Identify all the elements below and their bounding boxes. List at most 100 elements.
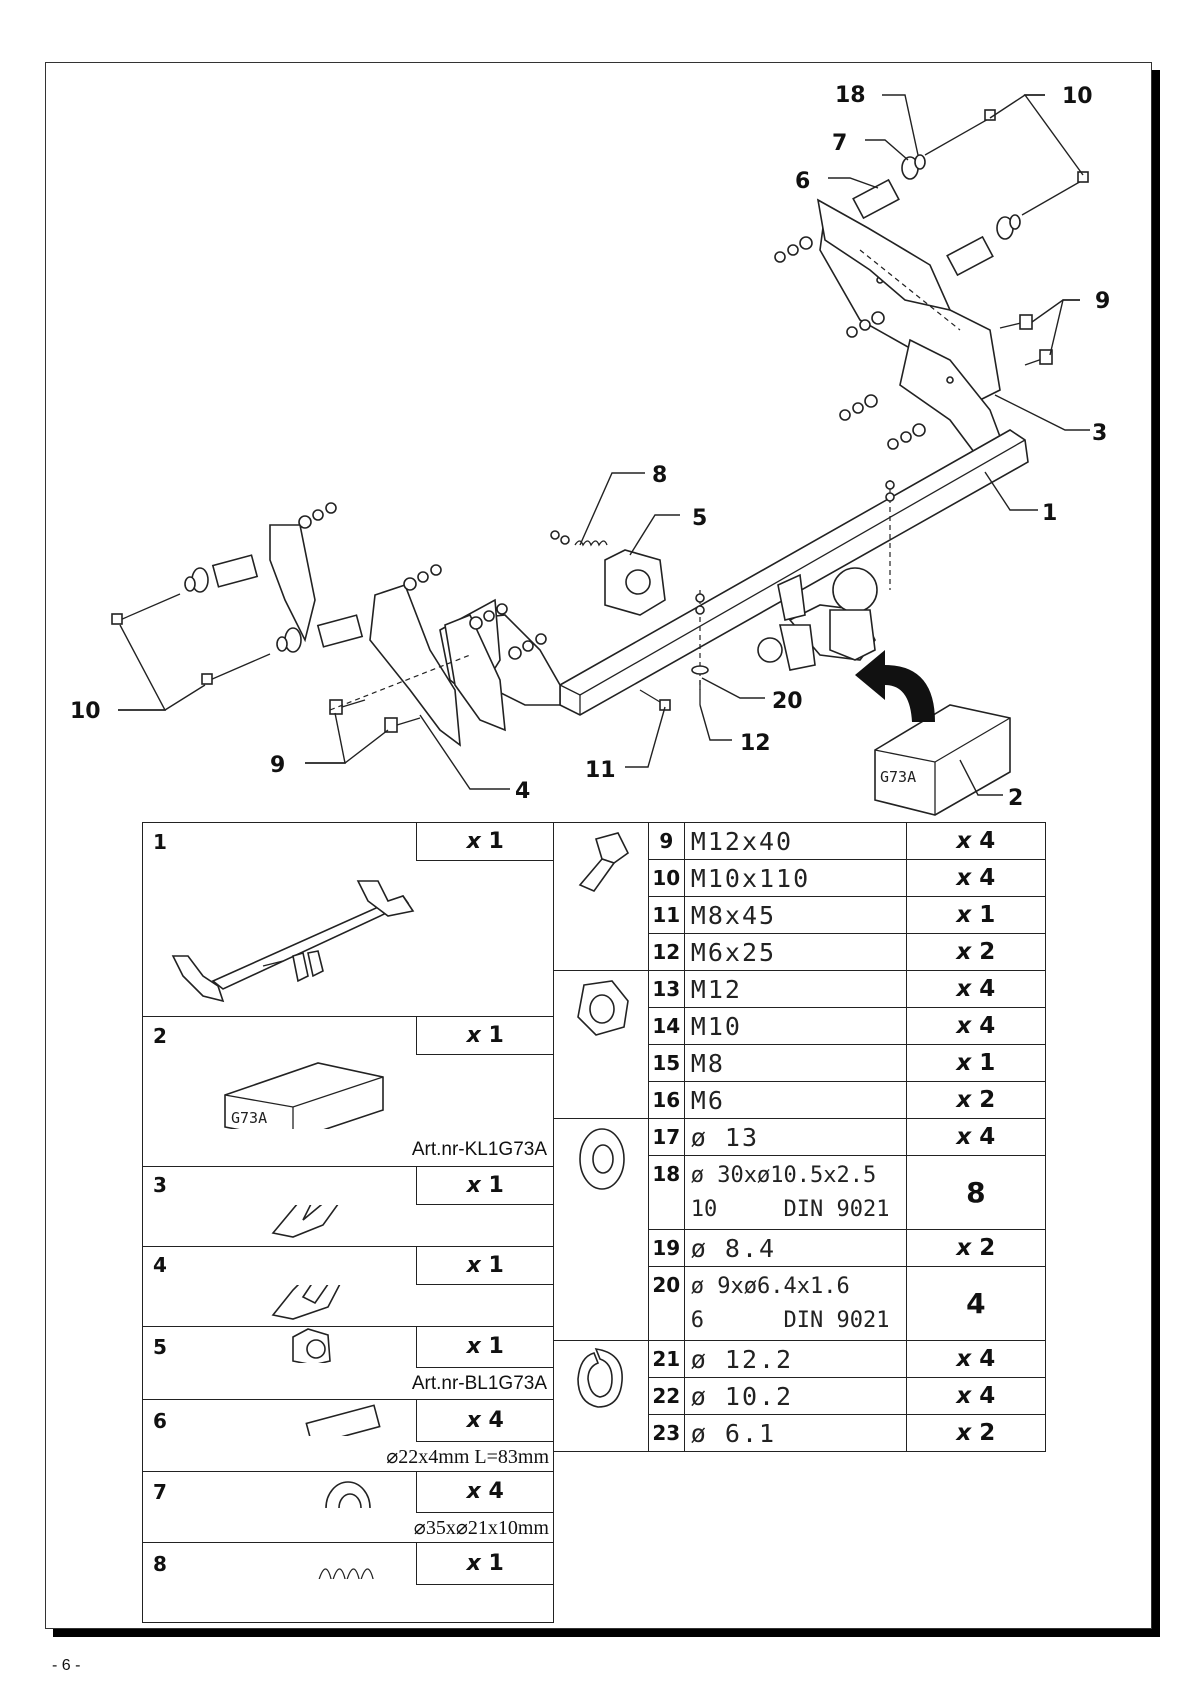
spacer-tube-thumbnail-icon bbox=[305, 1404, 381, 1446]
crossbar-thumbnail-icon bbox=[171, 880, 415, 1003]
item-illustration bbox=[142, 1193, 554, 1247]
item-quantity: x 1 bbox=[905, 896, 1047, 934]
item-spec: ø 10.2 bbox=[683, 1377, 907, 1415]
item-spec: ø 8.4 bbox=[683, 1229, 907, 1267]
article-number: Art.nr-BL1G73A bbox=[142, 1367, 554, 1400]
tow-ball bbox=[757, 567, 878, 671]
spring-8 bbox=[550, 530, 608, 547]
item-quantity: x 2 bbox=[905, 1414, 1047, 1452]
socket-plate-thumbnail-icon bbox=[292, 1327, 332, 1366]
parts-row-3: 3 x 1 bbox=[142, 1165, 554, 1205]
bolt-9-right bbox=[999, 314, 1053, 366]
parts-row-14: 14 M10 x 4 bbox=[554, 1007, 1047, 1045]
parts-row-4: 4 x 1 bbox=[142, 1245, 554, 1285]
item-quantity: x 1 bbox=[416, 1245, 554, 1285]
item-spec: M6x25 bbox=[683, 933, 907, 971]
dimension-note: ⌀35x⌀21x10mm bbox=[142, 1512, 554, 1543]
item-quantity: x 4 bbox=[905, 1340, 1047, 1378]
item-quantity: x 4 bbox=[905, 970, 1047, 1008]
parts-row-5: 5 x 1 bbox=[142, 1325, 554, 1368]
callout-10-left: 10 bbox=[70, 699, 101, 724]
parts-row-20: 20 ø 9xø6.4x1.6 6 DIN 9021 4 bbox=[554, 1266, 1047, 1341]
item-number: 18 bbox=[647, 1155, 685, 1230]
bolt-icon-cell bbox=[553, 822, 649, 971]
flat-washer-icon bbox=[579, 1128, 625, 1190]
thick-washer-thumbnail-icon bbox=[325, 1480, 372, 1535]
long-bolt-10-left bbox=[111, 593, 271, 685]
item-number: 12 bbox=[647, 933, 685, 971]
item-spec: ø 13 bbox=[683, 1118, 907, 1156]
item-spec: M12x40 bbox=[683, 822, 907, 860]
item-quantity: x 1 bbox=[416, 1165, 554, 1205]
item-number: 17 bbox=[647, 1118, 685, 1156]
callout-5: 5 bbox=[692, 506, 707, 531]
socket-plate-5 bbox=[604, 549, 666, 616]
item-number: 4 bbox=[142, 1245, 179, 1284]
item-spec: ø 6.1 bbox=[683, 1414, 907, 1452]
item-spec: M12 bbox=[683, 970, 907, 1008]
item-quantity: x 4 bbox=[905, 1007, 1047, 1045]
parts-row-1: 1 x 1 bbox=[142, 822, 554, 861]
callout-12: 12 bbox=[740, 731, 771, 756]
item-quantity: x 2 bbox=[905, 1081, 1047, 1119]
left-bracket-4 bbox=[269, 524, 506, 747]
item-spec: M6 bbox=[683, 1081, 907, 1119]
item-spec: M10x110 bbox=[683, 859, 907, 897]
washer-icon-cell bbox=[553, 1118, 649, 1341]
exploded-assembly-diagram: G73A 18 10 7 6 9 3 1 8 5 10 9 4 11 20 12 bbox=[70, 83, 1110, 816]
item-spec: ø 9xø6.4x1.6 6 DIN 9021 bbox=[683, 1266, 907, 1341]
box-tag-label: G73A bbox=[231, 1109, 267, 1127]
item-number: 8 bbox=[142, 1542, 179, 1584]
item-quantity: x 4 bbox=[905, 822, 1047, 860]
item-number: 10 bbox=[647, 859, 685, 897]
item-quantity: x 4 bbox=[416, 1399, 554, 1442]
bolt-9-left bbox=[329, 699, 421, 733]
spring-washer-icon-cell bbox=[553, 1340, 649, 1452]
insert-arrow bbox=[855, 650, 935, 722]
item-spec: ø 30xø10.5x2.5 10 DIN 9021 bbox=[683, 1155, 907, 1230]
item-quantity: x 4 bbox=[416, 1470, 554, 1513]
item-number: 16 bbox=[647, 1081, 685, 1119]
item-number: 15 bbox=[647, 1044, 685, 1082]
item-number: 22 bbox=[647, 1377, 685, 1415]
callout-3: 3 bbox=[1092, 421, 1107, 446]
callout-18: 18 bbox=[835, 83, 866, 108]
bracket-left-thumbnail-icon bbox=[271, 1275, 343, 1320]
item-number: 20 bbox=[647, 1266, 685, 1341]
nut-stack-right bbox=[774, 236, 926, 450]
dimension-note: ⌀22x4mm L=83mm bbox=[142, 1441, 554, 1472]
item-number: 9 bbox=[647, 822, 685, 860]
parts-row-11: 11 M8x45 x 1 bbox=[554, 896, 1047, 934]
parts-table-left: 1 x 1 2 x 1 G73A bbox=[142, 822, 554, 1623]
callout-8: 8 bbox=[652, 463, 667, 488]
parts-row-6: 6 x 4 bbox=[142, 1399, 554, 1446]
harness-box-2: G73A bbox=[874, 704, 1011, 816]
item-quantity: x 4 bbox=[905, 859, 1047, 897]
nut-stack-left bbox=[298, 502, 547, 660]
item-spec: M8 bbox=[683, 1044, 907, 1082]
item-number: 21 bbox=[647, 1340, 685, 1378]
parts-row-15: 15 M8 x 1 bbox=[554, 1044, 1047, 1082]
parts-row-18: 18 ø 30xø10.5x2.5 10 DIN 9021 8 bbox=[554, 1155, 1047, 1230]
callout-2: 2 bbox=[1008, 786, 1023, 811]
callout-7: 7 bbox=[832, 131, 847, 156]
item-number: 5 bbox=[142, 1325, 179, 1368]
callout-1: 1 bbox=[1042, 501, 1057, 526]
item-quantity: x 2 bbox=[905, 1229, 1047, 1267]
callout-10-top: 10 bbox=[1062, 84, 1093, 109]
item-illustration bbox=[142, 860, 554, 1017]
item-quantity: x 1 bbox=[905, 1044, 1047, 1082]
page-number: - 6 - bbox=[52, 1657, 81, 1674]
item-number: 23 bbox=[647, 1414, 685, 1452]
item-quantity: x 1 bbox=[416, 1016, 554, 1055]
item-number: 19 bbox=[647, 1229, 685, 1267]
callout-9-left: 9 bbox=[270, 753, 285, 778]
spacer-tube-6-right bbox=[852, 154, 1021, 277]
callout-4: 4 bbox=[515, 779, 530, 804]
bracket-right-thumbnail-icon bbox=[271, 1193, 343, 1238]
item-quantity: x 1 bbox=[416, 1325, 554, 1368]
hex-nut-icon bbox=[577, 980, 629, 1036]
article-number: Art.nr-KL1G73A bbox=[142, 1134, 554, 1167]
item-spec: M10 bbox=[683, 1007, 907, 1045]
main-crossbar-1 bbox=[439, 429, 1029, 716]
